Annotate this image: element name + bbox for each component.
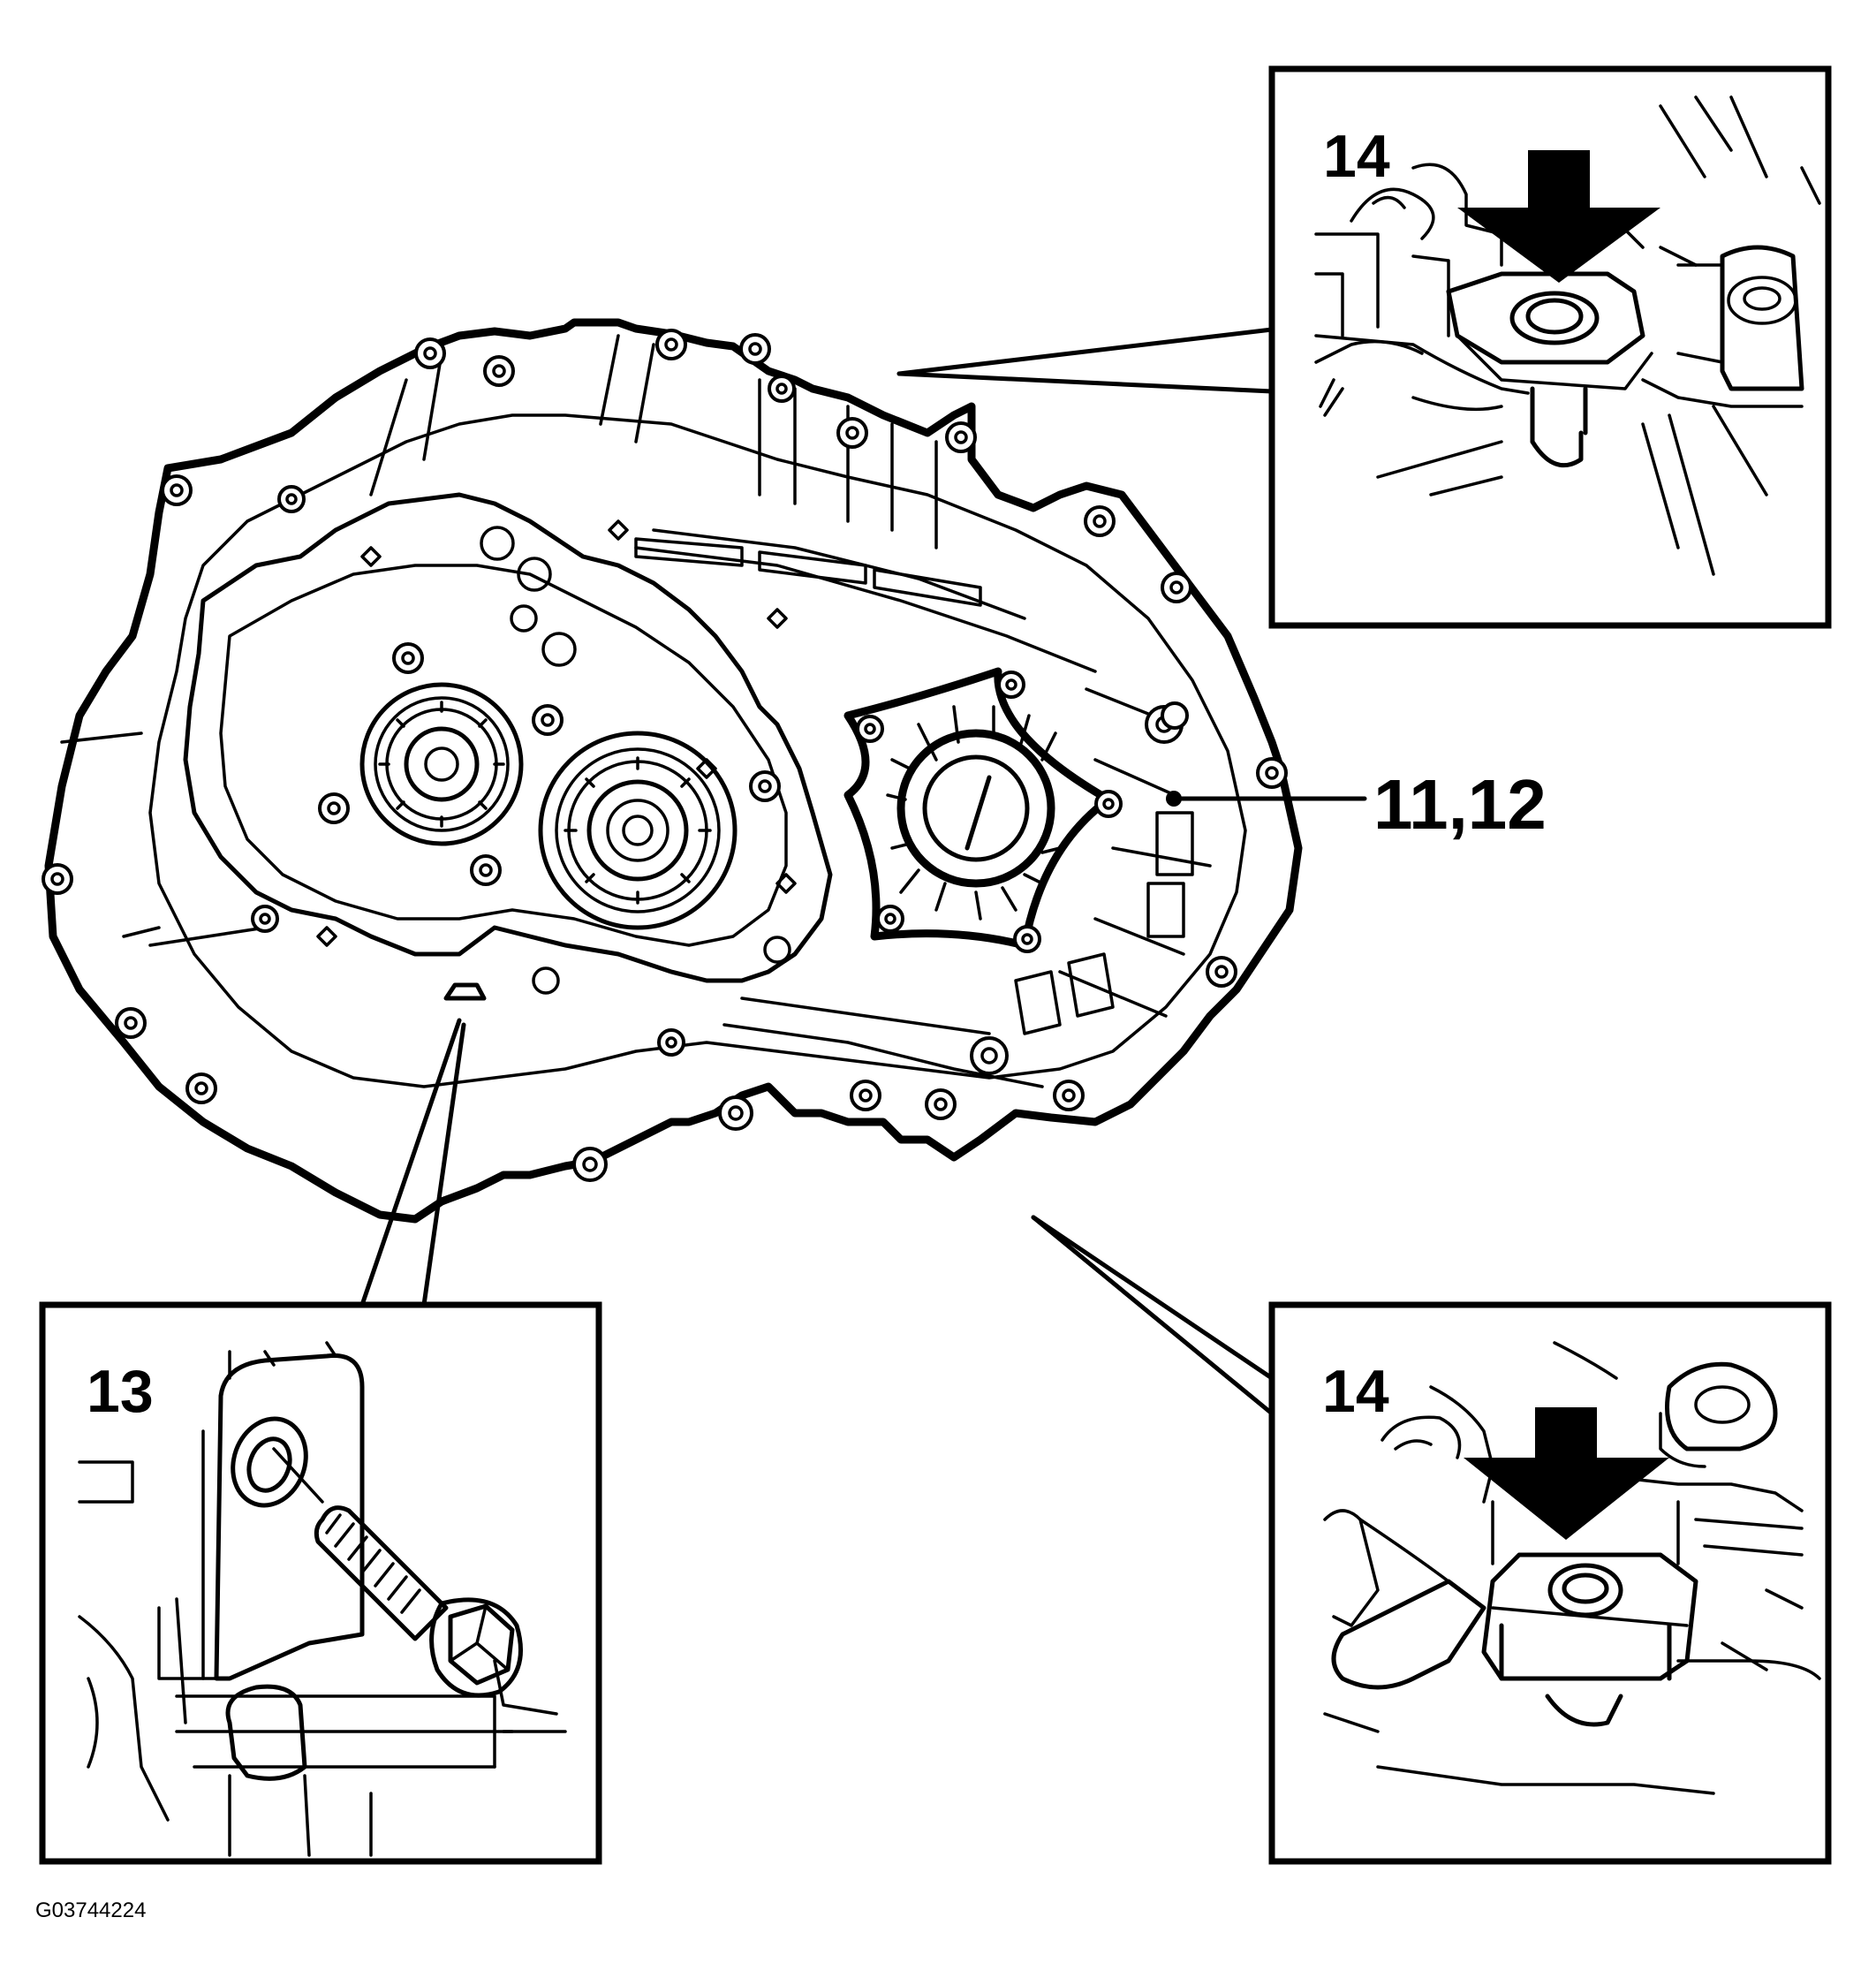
housing-bolts [42,329,1288,1182]
detail-bottom-right: 14 [1268,1301,1832,1865]
cover-bolts [318,526,1123,995]
leader-lines [359,327,1367,1416]
callout-11-12: 11,12 [1373,765,1547,844]
bolt-icon [314,1505,523,1698]
output-flange [843,667,1113,950]
arrow-down-icon [1464,1407,1669,1540]
detail-top-right: 14 [1268,65,1832,629]
arrow-down-icon [1457,150,1660,283]
transmission-housing [42,318,1303,1224]
callout-13: 13 [87,1358,154,1425]
figure-code: G03744224 [35,1898,146,1922]
callout-14-top: 14 [1323,123,1390,190]
callout-14-bottom: 14 [1322,1358,1389,1425]
detail-bolt: 13 [39,1301,602,1865]
